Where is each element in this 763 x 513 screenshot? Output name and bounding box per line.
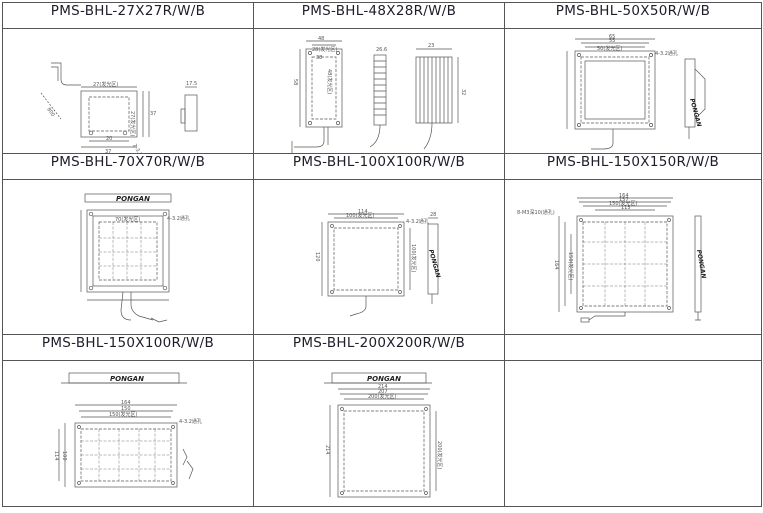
product-title: PMS-BHL-150X100R/W/B: [2, 334, 254, 361]
dim-label: 2-3.2通孔: [131, 143, 149, 154]
dim-label: 100(发光区): [410, 244, 417, 272]
brand-logo: PONGAN: [110, 375, 144, 383]
drawing-cell: PONGAN 65 55 50(发光区) 4-3.2通孔: [504, 28, 762, 154]
dim-label: 114: [53, 451, 59, 461]
empty-title: [504, 334, 762, 361]
drawing-cell: PONGAN 114 100(发光区) 4-3.2通孔 120 100(发光区)…: [253, 179, 505, 335]
dim-label: 55: [609, 38, 615, 44]
dim-label: 164: [553, 260, 559, 270]
dim-label: 37: [150, 111, 156, 117]
dim-label: 70(发光区): [115, 216, 140, 223]
technical-drawing-70x70: PONGAN 70(发光区) 4-3.2通孔: [80, 193, 190, 323]
drawing-cell: PONGAN 214 207 200(发光区) 214 200(发光区): [253, 360, 505, 507]
product-title: PMS-BHL-50X50R/W/B: [504, 2, 762, 29]
dim-label: 32: [460, 89, 466, 95]
technical-drawing-150x100: PONGAN 164 150 150(发光区) 114 100 4-3.2通孔: [53, 372, 202, 488]
dim-label: 150: [121, 406, 131, 412]
drawing-cell: PONGAN 70(发光区) 4-3.2通孔: [2, 179, 254, 335]
product-title: PMS-BHL-100X100R/W/B: [253, 153, 505, 180]
dim-label: 28: [430, 212, 436, 218]
drawing-cell: 27(发光区) 27(发光区) 20 37 37 2-3.2通孔 17.5 80…: [2, 28, 254, 154]
product-title: PMS-BHL-27X27R/W/B: [2, 2, 254, 29]
dim-label: 800: [45, 107, 55, 118]
dim-label: 4-3.2通孔: [406, 218, 429, 225]
dim-label: 27(发光区): [93, 81, 118, 88]
dim-label: 20: [106, 136, 112, 142]
technical-drawing-50x50: PONGAN 65 55 50(发光区) 4-3.2通孔: [566, 34, 706, 150]
drawing-cell: PONGAN 164 157 150(发光区) 115 8-M3深10(通孔) …: [504, 179, 762, 335]
dim-label: 150(发光区): [109, 411, 137, 418]
dim-label: 100: [61, 451, 67, 461]
dim-label: 200(发光区): [436, 441, 443, 469]
dim-label: 48: [318, 36, 324, 42]
dim-label: 164: [121, 400, 131, 406]
dim-label: 150(发光区): [609, 200, 637, 207]
drawing-cell: 48 28(发光区) 48(发光区) 58 26.6 23 32 38: [253, 28, 505, 154]
dim-label: 27(发光区): [129, 111, 136, 136]
dim-label: 4-3.2通孔: [655, 50, 678, 57]
technical-drawing-200x200: PONGAN 214 207 200(发光区) 214 200(发光区): [324, 372, 443, 498]
dim-label: 200(发光区): [368, 393, 396, 400]
dim-label: 50(发光区): [597, 45, 622, 52]
dim-label: 65: [609, 34, 615, 40]
dim-label: 4-3.2通孔: [179, 418, 202, 425]
technical-drawing-48x28: 48 28(发光区) 48(发光区) 58 26.6 23 32 38: [291, 36, 466, 153]
dim-label: 150(发光区): [567, 252, 574, 280]
product-title: PMS-BHL-70X70R/W/B: [2, 153, 254, 180]
dim-label: 114: [358, 209, 368, 215]
dim-label: 8-M3深10(通孔): [517, 209, 555, 216]
technical-drawing-100x100: PONGAN 114 100(发光区) 4-3.2通孔 120 100(发光区)…: [314, 209, 441, 317]
product-title: PMS-BHL-200X200R/W/B: [253, 334, 505, 361]
dim-label: 214: [378, 384, 388, 390]
dim-label: 120: [314, 252, 320, 262]
dim-label: 28(发光区): [312, 46, 337, 53]
technical-drawing-150x150: PONGAN 164 157 150(发光区) 115 8-M3深10(通孔) …: [517, 193, 707, 323]
brand-logo: PONGAN: [116, 195, 150, 203]
brand-logo: PONGAN: [695, 249, 707, 279]
dim-label: 207: [378, 389, 388, 395]
product-title: PMS-BHL-150X150R/W/B: [504, 153, 762, 180]
brand-logo: PONGAN: [427, 249, 441, 279]
dim-label: 115: [621, 205, 631, 211]
dim-label: 38: [316, 55, 322, 61]
brand-logo: PONGAN: [688, 98, 702, 128]
dim-label: 23: [428, 43, 434, 49]
technical-drawing-27x27: 27(发光区) 27(发光区) 20 37 37 2-3.2通孔 17.5 80…: [40, 62, 198, 154]
dim-label: 100(发光区): [346, 212, 374, 219]
product-title: PMS-BHL-48X28R/W/B: [253, 2, 505, 29]
dim-label: 4-3.2通孔: [167, 215, 190, 222]
drawing-cell: PONGAN 164 150 150(发光区) 114 100 4-3.2通孔: [2, 360, 254, 507]
brand-logo: PONGAN: [367, 375, 401, 383]
dim-label: 17.5: [186, 81, 197, 87]
dim-label: 48(发光区): [326, 69, 333, 94]
dim-label: 37: [105, 149, 111, 153]
dim-label: 26.6: [376, 47, 387, 53]
dim-label: 214: [324, 445, 330, 455]
dim-label: 164: [619, 193, 629, 199]
empty-cell: [504, 360, 762, 507]
dim-label: 157: [619, 197, 629, 203]
dim-label: 58: [292, 79, 298, 85]
